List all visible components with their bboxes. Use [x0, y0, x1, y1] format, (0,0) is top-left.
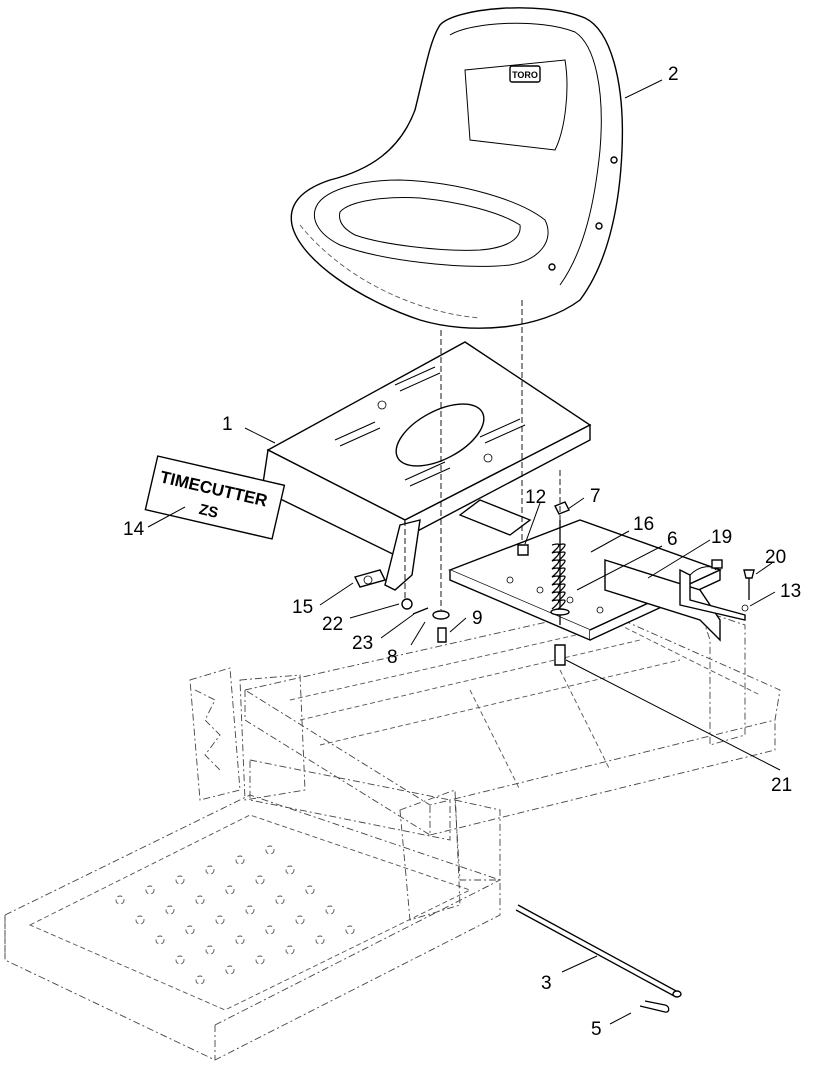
- leader-13: [749, 591, 776, 607]
- mower-frame-phantom: [4, 609, 781, 1061]
- leader-5: [609, 1012, 632, 1025]
- leader-3: [561, 955, 598, 973]
- leader-15: [319, 582, 354, 606]
- footplate-holes: [115, 845, 355, 985]
- suspension-spring: [550, 520, 570, 625]
- callout-3: 3: [541, 973, 552, 994]
- callout-22: 22: [322, 614, 343, 635]
- decal-model-text: ZS: [197, 501, 220, 522]
- leader-9: [449, 617, 467, 633]
- leader-6: [576, 545, 663, 591]
- leader-21: [565, 659, 781, 771]
- callout-13: 13: [780, 581, 801, 602]
- callout-21: 21: [771, 775, 792, 796]
- leader-7: [567, 497, 585, 510]
- callout-16: 16: [633, 514, 654, 535]
- callout-8: 8: [387, 647, 398, 668]
- leader-8: [410, 621, 426, 646]
- callout-5: 5: [591, 1019, 602, 1040]
- hairpin-clip: [639, 1000, 670, 1013]
- callout-19: 19: [711, 527, 732, 548]
- seat-pan: [261, 341, 592, 591]
- pivot-rod: [515, 904, 682, 998]
- assembly-center-lines: [404, 300, 561, 610]
- callout-12: 12: [525, 487, 546, 508]
- callout-9: 9: [472, 608, 483, 629]
- callout-6: 6: [667, 529, 678, 550]
- callout-15: 15: [292, 597, 313, 618]
- timecutter-decal: TIMECUTTER ZS: [144, 455, 286, 540]
- seat-badge: [509, 65, 541, 83]
- callout-1: 1: [222, 414, 233, 435]
- callout-23: 23: [352, 633, 373, 654]
- leader-14: [147, 506, 186, 528]
- leader-12: [524, 502, 541, 545]
- leader-22: [349, 603, 400, 619]
- leader-16: [590, 530, 630, 553]
- leader-20: [755, 562, 773, 575]
- callout-7: 7: [590, 486, 601, 507]
- seat-badge-text: TORO: [512, 70, 538, 80]
- seat: TORO: [290, 7, 624, 329]
- leader-19: [647, 539, 711, 579]
- callout-labels: 1 2 3 5 6 7 8 9 12 13 14 15 16 19 20 21 …: [123, 64, 801, 1040]
- callout-14: 14: [123, 519, 145, 540]
- leader-1: [244, 427, 276, 444]
- callout-20: 20: [765, 547, 786, 568]
- leader-23: [380, 613, 415, 639]
- fasteners: [401, 501, 570, 666]
- callout-2: 2: [668, 64, 679, 85]
- leader-2: [624, 79, 663, 99]
- seat-base-plate: [448, 499, 755, 642]
- leader-lines: [147, 79, 781, 1025]
